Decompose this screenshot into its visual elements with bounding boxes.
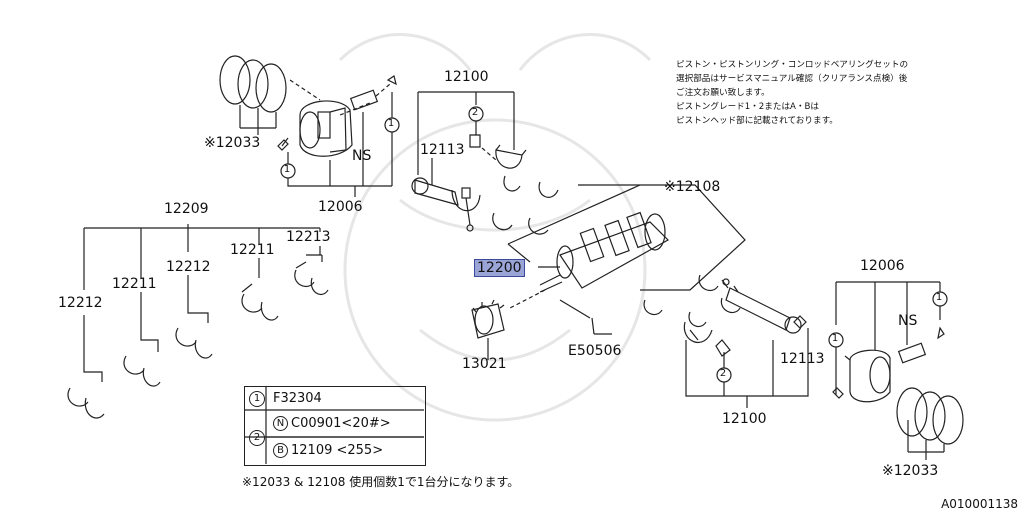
crank-outline [578,184,746,291]
part-label-12006-right[interactable]: 12006 [860,258,905,274]
part-label-12100-top[interactable]: 12100 [444,69,489,85]
ref-marker-1-left-lower: 1 [831,333,839,344]
conrod-top [411,177,481,232]
footnote: ※12033 & 12108 使用個数1で1台分になります。 [242,475,520,489]
piston-rings-bottom [896,387,964,445]
note-line: 選択部品はサービスマニュアル確認（クリアランス点検）後 [676,74,908,84]
part-label-12100-bottom[interactable]: 12100 [722,411,767,427]
piston-top [299,100,353,157]
legend-marker-1: 1 [249,391,265,407]
ref-marker-2-top: 2 [471,107,479,118]
watermark-emblem [338,33,652,422]
legend-row2b-text[interactable]: 12109 <255> [291,443,384,458]
bearing-shells-bottom [643,274,741,327]
piston-rings-top [219,55,287,113]
ns-label-right: NS [898,313,918,329]
crankshaft [539,211,669,293]
part-label-13021[interactable]: 13021 [462,356,507,372]
bearing-shells-left [67,261,329,419]
ref-marker-1-top-right: 1 [387,118,395,129]
legend-marker-b: B [273,443,288,458]
part-label-12113-top[interactable]: 12113 [420,142,465,158]
part-label-12212-b[interactable]: 12212 [166,259,211,275]
legend-row1-text[interactable]: F32304 [273,391,322,406]
part-label-12033-top[interactable]: ※12033 [204,135,261,151]
crank-gear [471,299,505,339]
ref-marker-2-bottom: 2 [719,368,727,379]
part-label-12213[interactable]: 12213 [286,229,331,245]
ref-marker-1-top-left: 1 [283,164,291,175]
part-label-12200-selected[interactable]: 12200 [474,259,525,277]
note-line: ご注文お願い致します。 [676,88,770,98]
note-line: ピストンヘッド部に記載されております。 [676,116,838,126]
legend-marker-n: N [273,416,288,431]
piston-pin-top [349,89,379,111]
legend-box: 1 F32304 2 N C00901<20#> B 12109 <255> [244,386,426,466]
piston-pin-bottom [897,342,927,364]
part-label-12211-a[interactable]: 12211 [112,276,157,292]
part-label-12108[interactable]: ※12108 [664,179,721,195]
ns-label-top: NS [352,148,372,164]
piston-bottom [844,349,891,403]
ref-marker-1-right: 1 [935,292,943,303]
legend-marker-2: 2 [249,430,265,446]
part-label-12006-top[interactable]: 12006 [318,199,363,215]
part-label-12113-right[interactable]: 12113 [780,351,825,367]
bearing-cap-top [495,144,527,169]
document-id: A010001138 [941,497,1018,511]
part-label-12211-b[interactable]: 12211 [230,242,275,258]
note-line: ピストン・ピストンリング・コンロッドベアリングセットの [676,60,909,70]
ordering-note: ピストン・ピストンリング・コンロッドベアリングセットの 選択部品はサービスマニュ… [676,58,908,128]
conrod-bottom [683,278,802,343]
part-label-e50506[interactable]: E50506 [568,343,622,359]
part-label-12209[interactable]: 12209 [164,201,209,217]
part-label-12033-bottom[interactable]: ※12033 [882,463,939,479]
legend-row2a-text[interactable]: C00901<20#> [291,416,391,431]
note-line: ピストングレード1・2またはA・Bは [676,102,820,112]
part-label-12212-a[interactable]: 12212 [58,295,103,311]
